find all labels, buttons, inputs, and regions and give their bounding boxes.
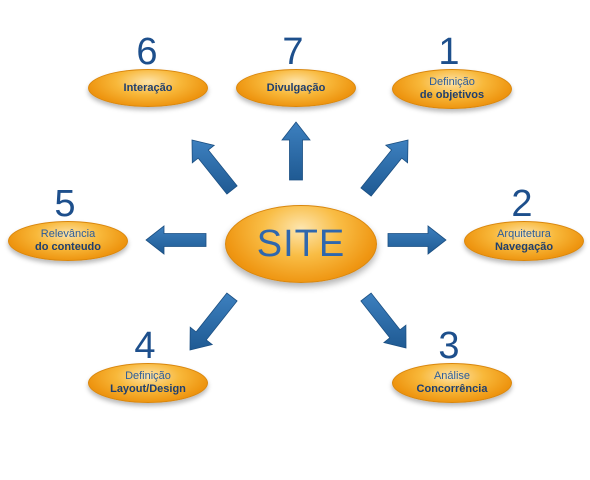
node-3-analise-concorrencia[interactable]: Análise Concorrência xyxy=(392,363,512,403)
arrow-to-node-1 xyxy=(360,139,409,197)
node-1-line1: Definição xyxy=(429,76,475,88)
node-3-line1: Análise xyxy=(433,370,471,382)
node-2-number: 2 xyxy=(511,183,533,225)
node-2-line2: Navegação xyxy=(494,241,554,253)
node-6-interacao[interactable]: Interação xyxy=(88,69,208,107)
arrow-to-node-3 xyxy=(360,292,407,349)
node-4-line2: Layout/Design xyxy=(110,383,186,395)
node-5-relevancia-conteudo[interactable]: Relevância do conteudo xyxy=(8,221,128,261)
arrow-to-node-5 xyxy=(145,225,207,255)
node-7-divulgacao[interactable]: Divulgação xyxy=(236,69,356,107)
arrow-to-node-7 xyxy=(281,121,311,181)
node-3-number: 3 xyxy=(438,325,460,367)
node-7-label: Divulgação xyxy=(266,81,326,94)
arrow-to-node-2 xyxy=(387,225,447,255)
node-3-line2: Concorrência xyxy=(416,383,488,395)
node-7-number: 7 xyxy=(282,31,304,73)
node-4-number: 4 xyxy=(134,325,156,367)
node-6-number: 6 xyxy=(136,31,158,73)
node-6-label: Interação xyxy=(123,81,173,94)
node-5-number: 5 xyxy=(54,183,76,225)
node-1-number: 1 xyxy=(438,31,460,73)
node-1-definicao-objetivos[interactable]: Definição de objetivos xyxy=(392,69,512,109)
arrow-to-node-4 xyxy=(189,292,238,351)
node-1-line2: de objetivos xyxy=(419,89,485,101)
arrow-to-node-6 xyxy=(191,139,238,195)
node-5-line1: Relevância xyxy=(40,228,96,240)
node-5-line2: do conteudo xyxy=(35,241,101,253)
site-label: SITE xyxy=(256,222,346,265)
site-center[interactable]: SITE xyxy=(225,205,377,283)
node-2-arquitetura-navegacao[interactable]: Arquitetura Navegação xyxy=(464,221,584,261)
node-4-definicao-layout[interactable]: Definição Layout/Design xyxy=(88,363,208,403)
node-2-line1: Arquitetura xyxy=(497,228,551,240)
node-4-line1: Definição xyxy=(125,370,171,382)
